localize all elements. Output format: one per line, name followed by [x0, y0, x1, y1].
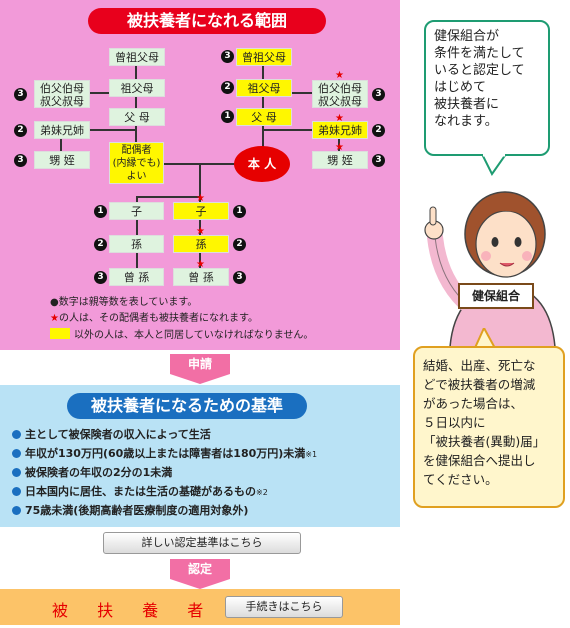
- criteria-panel: 被扶養者になるための基準 主として被保険者の収入によって生活 年収が130万円(…: [0, 385, 400, 527]
- bullet-icon: [12, 449, 21, 458]
- degree-badge: 3: [14, 154, 27, 167]
- footnote-mark: ※2: [256, 488, 268, 497]
- tree-title: 被扶養者になれる範囲: [88, 8, 326, 34]
- right-sibling-line: [262, 129, 312, 131]
- down-arrow-icon: [170, 579, 230, 589]
- degree-badge: 3: [233, 271, 246, 284]
- star-icon: ★: [196, 259, 205, 270]
- criteria-text: 年収が130万円(60歳以上または障害者は180万円)未満: [25, 447, 306, 460]
- bullet-icon: [12, 487, 21, 496]
- legend-line-2: ★の人は、その配偶者も被扶養者になれます。: [50, 312, 258, 325]
- health-insurance-staff-illustration: [424, 191, 556, 347]
- right-uncles-aunts: 伯父伯母 叔父叔母: [312, 80, 368, 108]
- left-sibling-line: [90, 129, 136, 131]
- right-nephew-line: [338, 137, 340, 159]
- criteria-text: 日本国内に居住、または生活の基礎があるもの: [25, 485, 256, 498]
- bullet-icon: [12, 430, 21, 439]
- speech-tail-icon: [472, 328, 498, 350]
- left-grandparents: 祖父母: [109, 79, 165, 97]
- dependent-label: 被 扶 養 者: [52, 601, 216, 620]
- bullet-icon: [12, 468, 21, 477]
- apply-arrow-label: 申請: [170, 354, 230, 374]
- degree-badge: 2: [94, 238, 107, 251]
- left-parents: 父 母: [109, 108, 165, 126]
- star-icon: ★: [50, 313, 59, 324]
- spouse-box: 配偶者 (内縁でも) よい: [109, 142, 164, 184]
- right-grandchild: 孫: [173, 235, 229, 253]
- self-circle: 本 人: [234, 146, 290, 182]
- down-arrow-icon: [170, 374, 230, 384]
- left-descendant-line: [136, 196, 138, 268]
- criteria-item: 日本国内に居住、または生活の基礎があるもの※2: [12, 485, 268, 499]
- approval-arrow-label: 認定: [170, 559, 230, 579]
- star-icon: ★: [335, 142, 344, 153]
- legend-line-1: ●数字は親等数を表しています。: [50, 297, 198, 308]
- degree-badge: 2: [372, 124, 385, 137]
- right-vertical-line: [262, 64, 264, 148]
- left-siblings: 弟妹兄姉: [34, 121, 90, 139]
- left-uncles-aunts: 伯父伯母 叔父叔母: [34, 80, 90, 108]
- criteria-item: 被保険者の年収の2分の1未満: [12, 466, 172, 479]
- criteria-details-button[interactable]: 詳しい認定基準はこちら: [103, 532, 301, 554]
- footnote-mark: ※1: [305, 450, 318, 459]
- yellow-swatch: [50, 328, 70, 339]
- star-icon: ★: [335, 113, 344, 124]
- star-icon: ★: [335, 70, 344, 81]
- speech-tail-icon: [480, 154, 508, 176]
- speech-bubble-certified: 健保組合が 条件を満たして いると認定して はじめて 被扶養者に なれます。: [424, 20, 550, 156]
- right-great-grandchild: 曾 孫: [173, 268, 229, 286]
- family-tree-panel: 被扶養者になれる範囲 曾祖父母 祖父母 父 母 伯父伯母 叔父叔母 弟妹兄姉 甥…: [0, 0, 400, 350]
- degree-badge: 3: [372, 88, 385, 101]
- right-siblings: 弟妹兄姉: [312, 121, 368, 139]
- right-great-grandparents: 曾祖父母: [236, 48, 292, 66]
- degree-badge: 1: [221, 110, 234, 123]
- criteria-item: 75歳未満(後期高齢者医療制度の適用対象外): [12, 504, 248, 517]
- left-nephews-nieces: 甥 姪: [34, 151, 90, 169]
- right-nephews-nieces: 甥 姪: [312, 151, 368, 169]
- approval-arrow: 認定: [170, 559, 230, 589]
- degree-badge: 3: [221, 50, 234, 63]
- degree-badge: 2: [14, 124, 27, 137]
- star-icon: ★: [196, 193, 205, 204]
- right-child: 子: [173, 202, 229, 220]
- left-child: 子: [109, 202, 164, 220]
- apply-arrow: 申請: [170, 354, 230, 384]
- kenpo-sign: 健保組合: [458, 283, 534, 309]
- bullet-icon: [12, 506, 21, 515]
- criteria-title: 被扶養者になるための基準: [67, 393, 307, 419]
- criteria-text: 75歳未満(後期高齢者医療制度の適用対象外): [25, 504, 249, 517]
- criteria-item: 年収が130万円(60歳以上または障害者は180万円)未満※1: [12, 447, 317, 461]
- right-parents: 父 母: [236, 108, 292, 126]
- star-icon: ★: [196, 226, 205, 237]
- degree-badge: 2: [221, 81, 234, 94]
- speech-bubble-notice: 結婚、出産、死亡な どで被扶養者の増減 があった場合は、 ５日以内に 「被扶養者…: [413, 346, 565, 508]
- degree-badge: 3: [94, 271, 107, 284]
- degree-badge: 1: [94, 205, 107, 218]
- dependent-bar: 被 扶 養 者 手続きはこちら: [0, 589, 400, 625]
- left-nephew-line: [60, 137, 62, 159]
- child-branch-line: [136, 196, 200, 198]
- criteria-item: 主として被保険者の収入によって生活: [12, 428, 211, 441]
- degree-badge: 3: [372, 154, 385, 167]
- legend-line-3: 以外の人は、本人と同居していなければなりません。: [50, 328, 313, 342]
- legend-text-2: の人は、その配偶者も被扶養者になれます。: [58, 313, 258, 324]
- legend-text-3: 以外の人は、本人と同居していなければなりません。: [74, 330, 314, 341]
- criteria-text: 主として被保険者の収入によって生活: [25, 428, 211, 441]
- left-great-grandchild: 曾 孫: [109, 268, 164, 286]
- degree-badge: 3: [14, 88, 27, 101]
- degree-badge: 1: [233, 205, 246, 218]
- left-great-grandparents: 曾祖父母: [109, 48, 165, 66]
- degree-badge: 2: [233, 238, 246, 251]
- procedure-button[interactable]: 手続きはこちら: [225, 596, 343, 618]
- left-grandchild: 孫: [109, 235, 164, 253]
- right-grandparents: 祖父母: [236, 79, 292, 97]
- left-vertical-line: [135, 64, 137, 144]
- criteria-text: 被保険者の年収の2分の1未満: [25, 466, 173, 479]
